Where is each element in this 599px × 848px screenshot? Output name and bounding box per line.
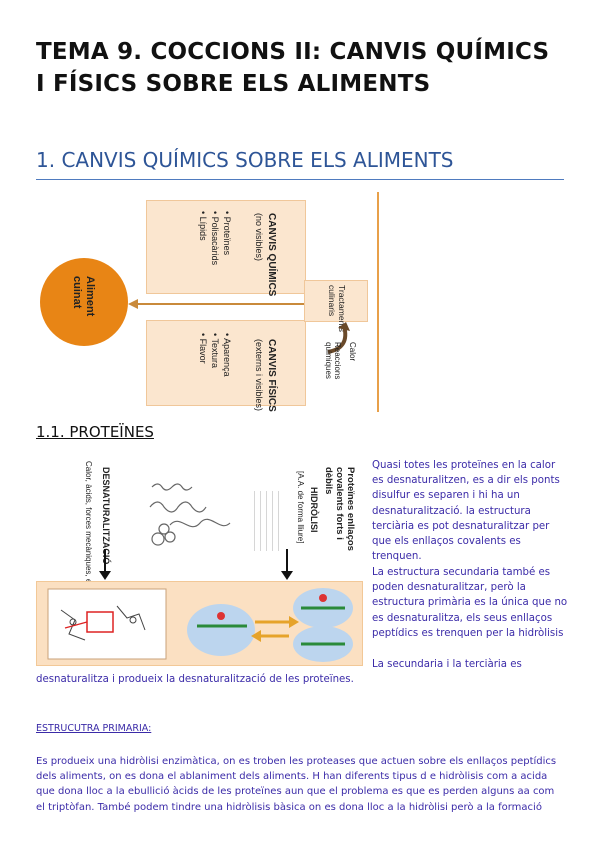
paragraph: La estructura secundaria també es poden … bbox=[372, 567, 568, 639]
cooked-food-circle: Aliment cuinat bbox=[40, 258, 128, 346]
phys-item: • Aparença bbox=[222, 333, 232, 377]
section-heading-1-1: 1.1. PROTEÏNES bbox=[36, 423, 154, 441]
text-lines-placeholder bbox=[254, 491, 284, 551]
hydrolysis-illustration bbox=[187, 588, 353, 662]
denaturation-illustration bbox=[47, 588, 167, 660]
hydrolysis-title: HIDRÒLISI bbox=[309, 487, 319, 533]
reaction-panel bbox=[36, 581, 363, 666]
hydrolysis-sub: [A.A. de forma lliure] bbox=[296, 471, 305, 544]
section-heading-1: 1. CANVIS QUÍMICS SOBRE ELS ALIMENTS bbox=[36, 148, 454, 172]
culinary-treatments-box: Tractaments culinaris bbox=[304, 280, 368, 332]
heading-rule bbox=[36, 179, 564, 180]
phys-item: • Textura bbox=[210, 333, 220, 369]
subheading: ESTRUCUTRA PRIMARIA: bbox=[36, 723, 152, 734]
paragraph: Es produeix una hidròlisi enzimàtica, on… bbox=[36, 756, 557, 813]
page-title: TEMA 9. COCCIONS II: CANVIS QUÍMICS I FÍ… bbox=[36, 39, 550, 97]
circle-label: Aliment cuinat bbox=[71, 276, 96, 317]
paragraph: Quasi totes les proteïnes en la calor es… bbox=[372, 460, 560, 563]
chem-subtitle: (no visibles) bbox=[254, 213, 264, 262]
arrow-icon bbox=[128, 299, 306, 309]
down-arrow-icon bbox=[99, 549, 111, 580]
chem-title: CANVIS QUÍMICS bbox=[266, 213, 277, 297]
protein-diagram: Proteïnes enllaços covalents forts i dèb… bbox=[36, 461, 363, 666]
diagram-divider-line bbox=[377, 192, 379, 412]
heat-label: Calor bbox=[348, 342, 357, 362]
chem-item: • Proteïnes bbox=[222, 211, 232, 256]
down-arrow-icon bbox=[281, 549, 293, 580]
physical-changes-box: CANVIS FÍSICS (externs i visibles) • Apa… bbox=[146, 320, 306, 412]
phys-subtitle: (externs i visibles) bbox=[254, 339, 264, 412]
chemical-changes-box: CANVIS QUÍMICS (no visibles) • Proteïnes… bbox=[146, 200, 306, 297]
protein-structures-illustration bbox=[149, 483, 231, 546]
paragraph: desnaturalitza i produeix la desnaturali… bbox=[36, 674, 354, 685]
chem-item: • Lípids bbox=[198, 211, 208, 241]
phys-title: CANVIS FÍSICS bbox=[266, 339, 277, 412]
proteins-title: Proteïnes enllaços covalents forts i dèb… bbox=[323, 467, 356, 551]
denaturation-sub: Calor, àcids, forces mecàniques, etc. bbox=[84, 461, 93, 592]
reactions-label: Reaccions químiques bbox=[324, 342, 342, 380]
phys-item: • Flavor bbox=[198, 333, 208, 364]
chem-item: • Polisacàrids bbox=[210, 211, 220, 266]
paragraph: La secundaria i la terciària es bbox=[372, 659, 522, 670]
changes-diagram: CANVIS QUÍMICS (no visibles) • Proteïnes… bbox=[36, 192, 388, 412]
curved-arrow-icon bbox=[327, 322, 350, 354]
